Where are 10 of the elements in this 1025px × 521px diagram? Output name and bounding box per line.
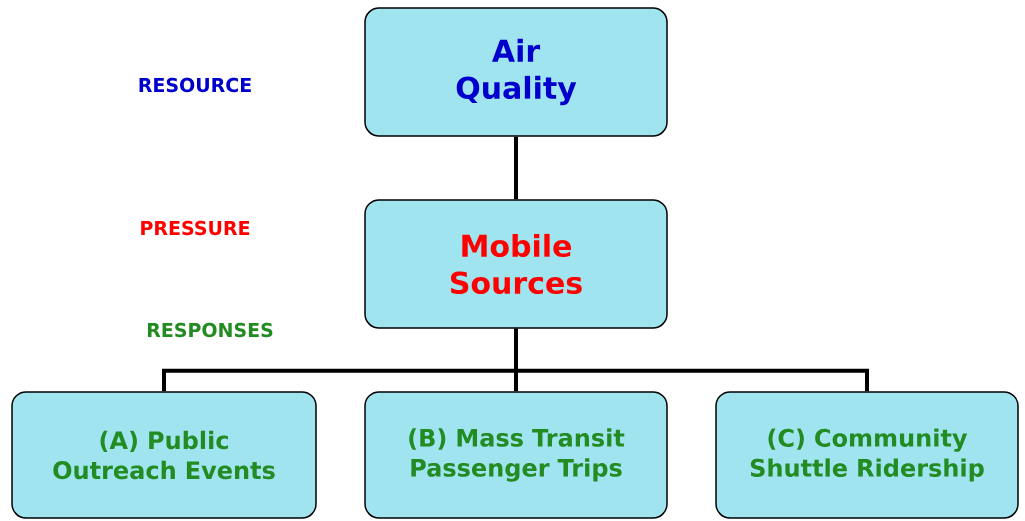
- connector-line: [514, 136, 518, 200]
- process-box: (C) Community Shuttle Ridership: [715, 391, 1019, 519]
- level-label: PRESSURE: [141, 220, 250, 236]
- level-label: RESOURCE: [139, 77, 251, 93]
- process-box: Mobile Sources: [364, 199, 668, 329]
- process-box: Air Quality: [364, 7, 668, 137]
- connector-line: [514, 328, 869, 392]
- process-box: (A) Public Outreach Events: [11, 391, 317, 519]
- process-box: (B) Mass Transit Passenger Trips: [364, 391, 668, 519]
- level-label: RESPONSES: [147, 322, 273, 338]
